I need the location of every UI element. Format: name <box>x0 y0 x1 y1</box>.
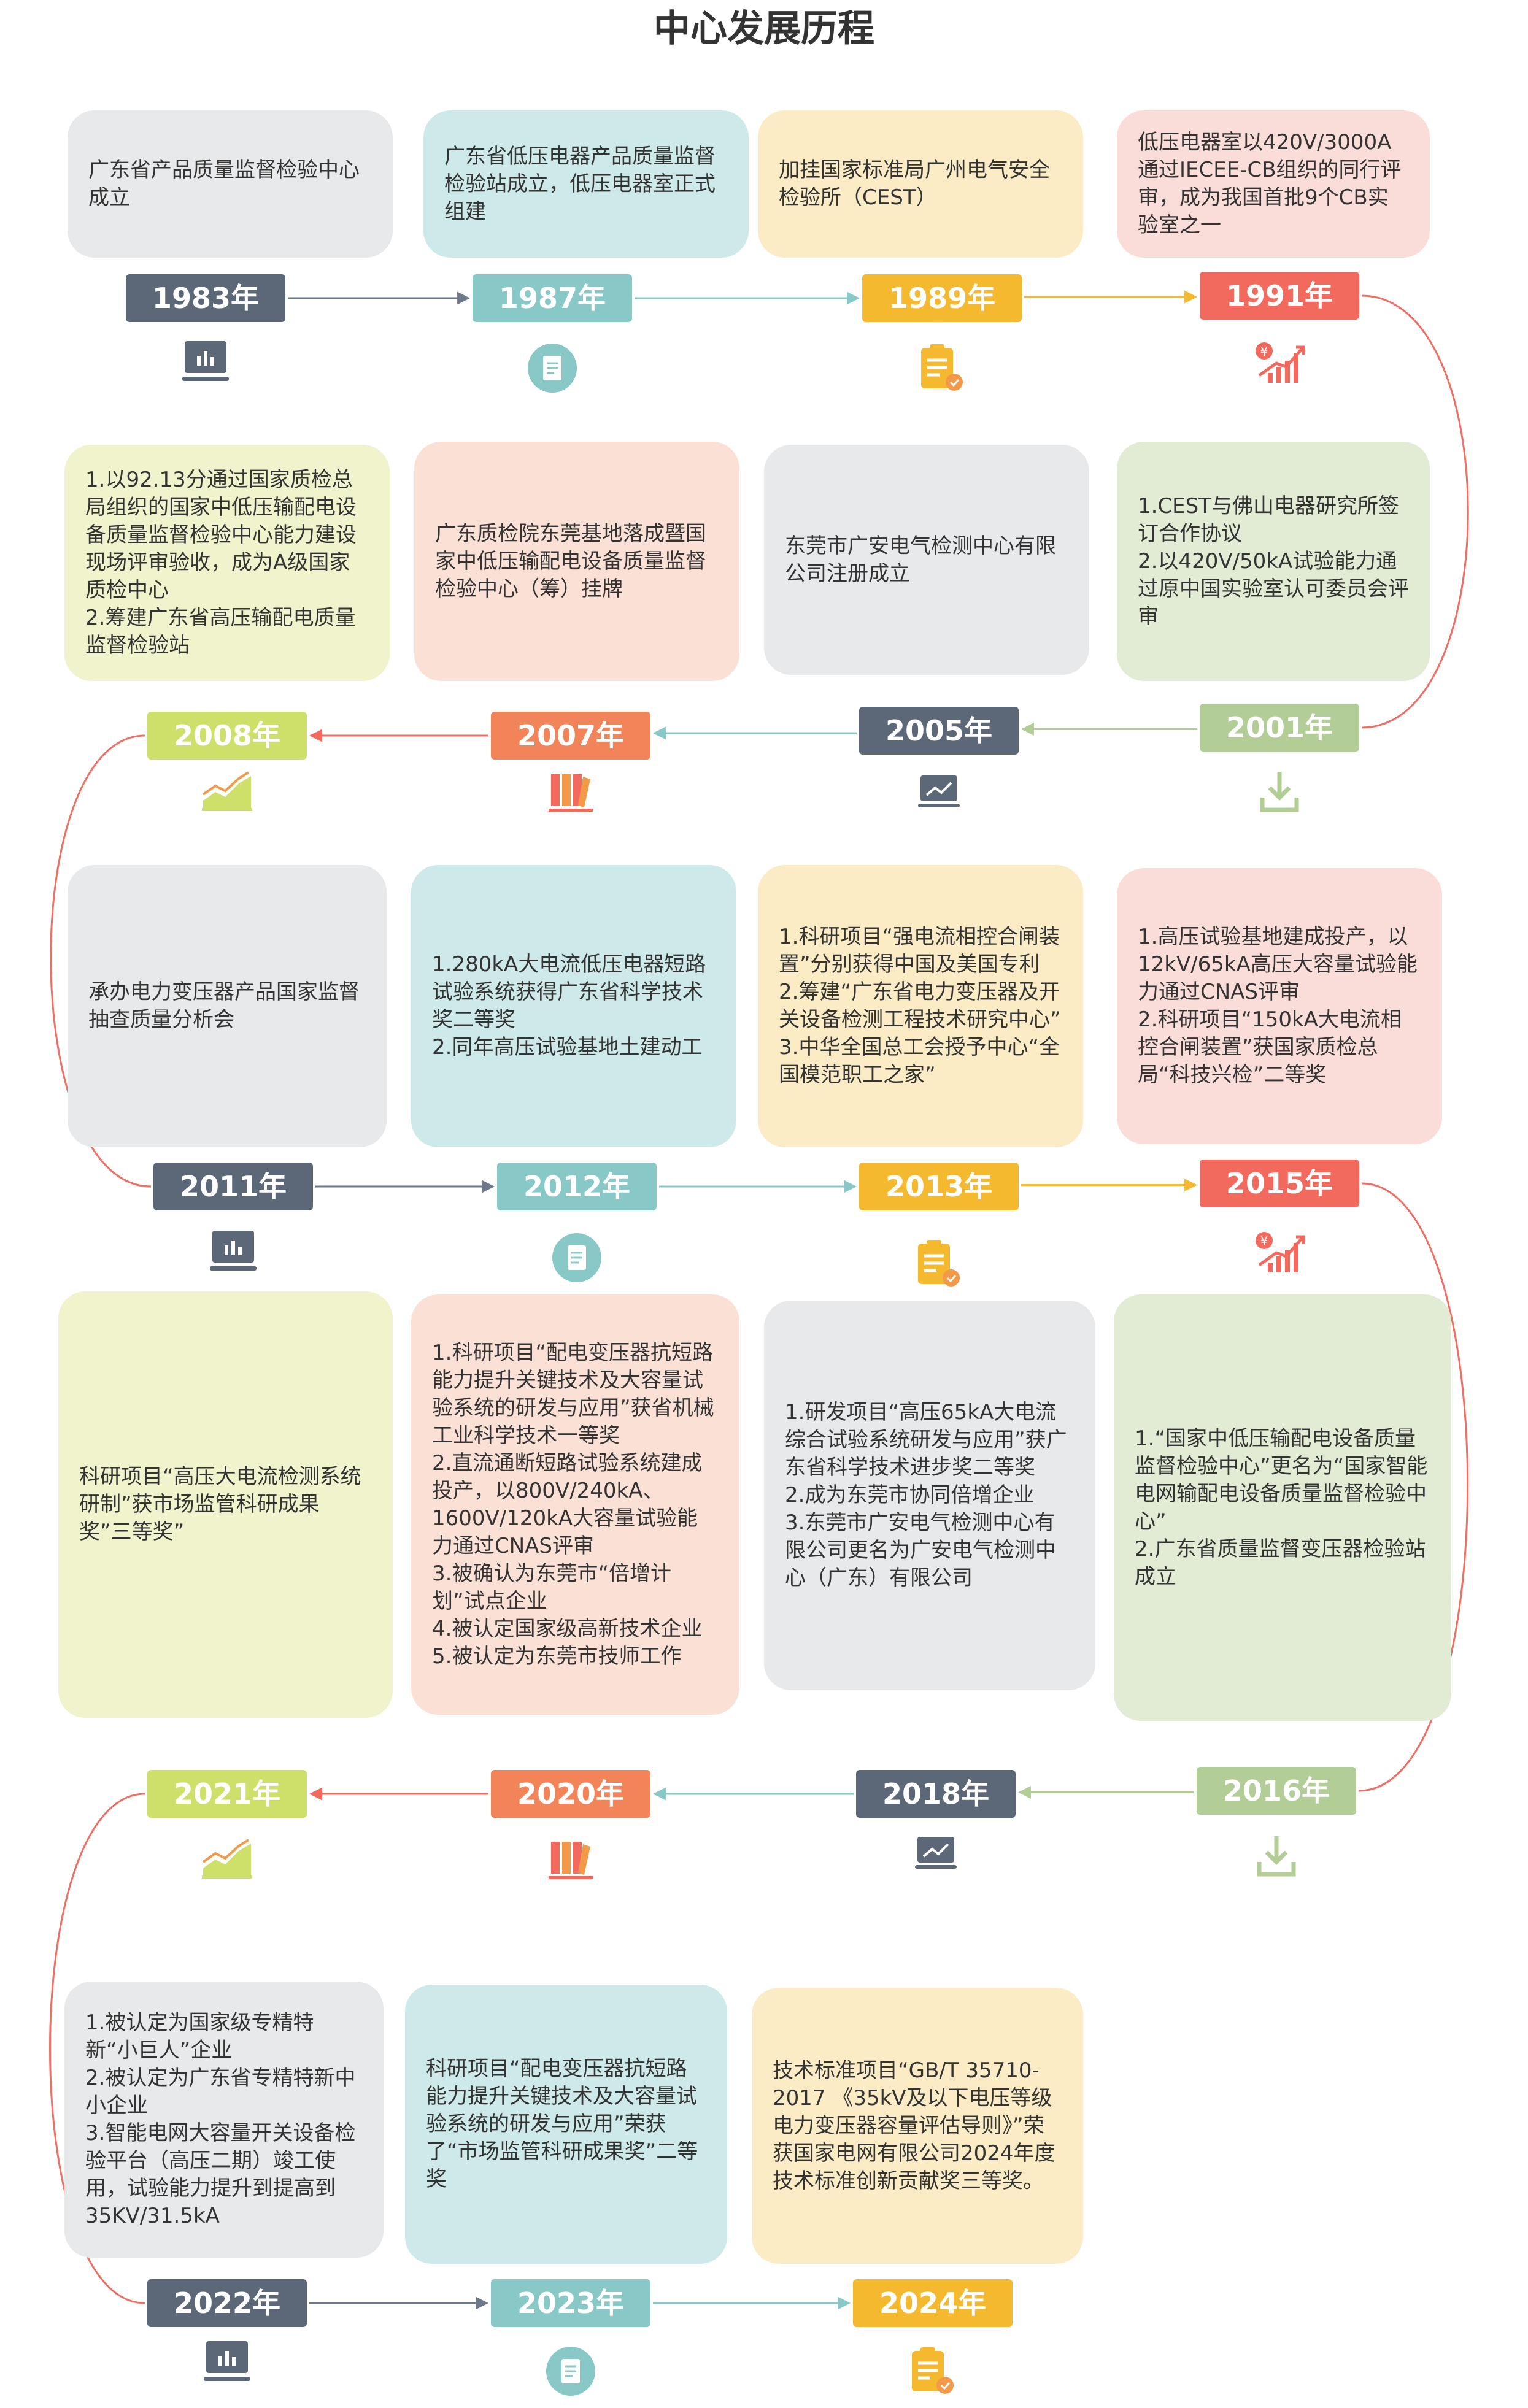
milestone-description: 1.研发项目“高压65kA大电流综合试验系统研发与应用”获广东省科学技术进步奖二… <box>785 1400 1067 1590</box>
year-badge: 2012年 <box>497 1163 657 1210</box>
milestone-card: 1.被认定为国家级专精特新“小巨人”企业 2.被认定为广东省专精特新中小企业 3… <box>64 1982 384 2258</box>
milestone-description: 加挂国家标准局广州电气安全检验所（CEST） <box>779 158 1050 210</box>
chart-board-icon <box>181 339 230 385</box>
milestone-card: 东莞市广安电气检测中心有限公司注册成立 <box>764 445 1089 675</box>
milestone-description: 1.CEST与佛山电器研究所签订合作协议 2.以420V/50kA试验能力通过原… <box>1138 493 1409 629</box>
milestone-description: 东莞市广安电气检测中心有限公司注册成立 <box>785 533 1056 586</box>
milestone-card: 技术标准项目“GB/T 35710-2017 《35kV及以下电压等级电力变压器… <box>752 1988 1083 2264</box>
chart-board-icon <box>209 1228 258 1275</box>
document-icon <box>551 1232 603 1283</box>
milestone-card: 1.“国家中低压输配电设备质量监督检验中心”更名为“国家智能电网输配电设备质量监… <box>1114 1294 1451 1721</box>
milestone-card: 1.280kA大电流低压电器短路试验系统获得广东省科学技术奖二等奖 2.同年高压… <box>411 865 736 1147</box>
milestone-card: 低压电器室以420V/3000A通过IECEE-CB组织的同行评审，成为我国首批… <box>1117 110 1430 258</box>
milestone-card: 1.科研项目“强电流相控合闸装置”分别获得中国及美国专利 2.筹建“广东省电力变… <box>758 865 1083 1147</box>
year-badge: 2023年 <box>491 2279 650 2327</box>
clipboard-icon <box>913 1237 965 1290</box>
row-connector-curve <box>49 1793 145 2304</box>
year-badge: 2020年 <box>491 1770 650 1818</box>
milestone-description: 低压电器室以420V/3000A通过IECEE-CB组织的同行评审，成为我国首批… <box>1138 130 1402 237</box>
milestone-card: 1.CEST与佛山电器研究所签订合作协议 2.以420V/50kA试验能力通过原… <box>1117 442 1430 681</box>
year-badge: 2001年 <box>1200 704 1359 752</box>
area-chart-icon <box>201 1837 253 1880</box>
binders-icon <box>547 1836 594 1882</box>
milestone-card: 1.以92.13分通过国家质检总局组织的国家中低压输配电设备质量监督检验中心能力… <box>64 445 390 681</box>
milestone-description: 广东质检院东莞基地落成暨国家中低压输配电设备质量监督检验中心（筹）挂牌 <box>435 521 706 601</box>
milestone-card: 广东质检院东莞基地落成暨国家中低压输配电设备质量监督检验中心（筹）挂牌 <box>414 442 739 681</box>
clipboard-icon <box>916 342 968 394</box>
year-badge: 1983年 <box>126 274 285 322</box>
svg-text:¥: ¥ <box>1260 1234 1268 1248</box>
trend-monitor-icon <box>917 773 961 810</box>
year-badge: 2005年 <box>859 707 1019 755</box>
year-badge: 2022年 <box>147 2279 307 2327</box>
milestone-card: 1.高压试验基地建成投产，以12kV/65kA高压大容量试验能力通过CNAS评审… <box>1117 868 1442 1144</box>
document-icon <box>527 342 578 394</box>
milestone-description: 1.280kA大电流低压电器短路试验系统获得广东省科学技术奖二等奖 2.同年高压… <box>432 952 706 1060</box>
year-badge: 2021年 <box>147 1770 307 1818</box>
area-chart-icon <box>201 770 253 813</box>
document-icon <box>545 2345 596 2397</box>
year-badge: 1991年 <box>1200 272 1359 320</box>
download-icon <box>1254 1833 1298 1879</box>
milestone-card: 广东省产品质量监督检验中心成立 <box>68 110 393 258</box>
year-badge: 2013年 <box>859 1163 1019 1210</box>
page-title: 中心发展历程 <box>654 7 874 50</box>
year-badge: 1987年 <box>473 274 632 322</box>
milestone-card: 科研项目“高压大电流检测系统研制”获市场监管科研成果奖”三等奖” <box>58 1291 393 1718</box>
milestone-description: 1.科研项目“强电流相控合闸装置”分别获得中国及美国专利 2.筹建“广东省电力变… <box>779 925 1061 1087</box>
year-badge: 2018年 <box>856 1770 1016 1818</box>
year-badge: 2016年 <box>1197 1767 1356 1815</box>
milestone-card: 加挂国家标准局广州电气安全检验所（CEST） <box>758 110 1083 258</box>
milestone-description: 1.高压试验基地建成投产，以12kV/65kA高压大容量试验能力通过CNAS评审… <box>1138 925 1418 1087</box>
milestone-description: 科研项目“高压大电流检测系统研制”获市场监管科研成果奖”三等奖” <box>79 1464 361 1544</box>
trend-monitor-icon <box>914 1834 958 1871</box>
milestone-card: 1.科研项目“配电变压器抗短路能力提升关键技术及大容量试验系统的研发与应用”获省… <box>411 1294 739 1715</box>
milestone-description: 承办电力变压器产品国家监督抽查质量分析会 <box>88 980 360 1032</box>
svg-text:¥: ¥ <box>1260 344 1268 359</box>
year-badge: 2007年 <box>491 712 650 760</box>
download-icon <box>1257 768 1302 815</box>
row-connector-curve <box>1361 294 1469 729</box>
milestone-card: 承办电力变压器产品国家监督抽查质量分析会 <box>68 865 387 1147</box>
growth-chart-icon: ¥ <box>1252 337 1307 387</box>
milestone-description: 1.“国家中低压输配电设备质量监督检验中心”更名为“国家智能电网输配电设备质量监… <box>1135 1426 1428 1589</box>
milestone-description: 广东省产品质量监督检验中心成立 <box>88 158 360 210</box>
milestone-description: 1.以92.13分通过国家质检总局组织的国家中低压输配电设备质量监督检验中心能力… <box>85 467 357 658</box>
milestone-description: 1.科研项目“配电变压器抗短路能力提升关键技术及大容量试验系统的研发与应用”获省… <box>432 1340 714 1669</box>
year-badge: 1989年 <box>862 274 1022 322</box>
year-badge: 2011年 <box>153 1163 313 1210</box>
milestone-description: 技术标准项目“GB/T 35710-2017 《35kV及以下电压等级电力变压器… <box>773 2058 1055 2193</box>
milestone-card: 科研项目“配电变压器抗短路能力提升关键技术及大容量试验系统的研发与应用”荣获了“… <box>405 1985 727 2264</box>
milestone-description: 广东省低压电器产品质量监督检验站成立，低压电器室正式组建 <box>444 144 716 224</box>
growth-chart-icon: ¥ <box>1252 1227 1307 1276</box>
year-badge: 2008年 <box>147 712 307 760</box>
milestone-card: 1.研发项目“高压65kA大电流综合试验系统研发与应用”获广东省科学技术进步奖二… <box>764 1301 1095 1690</box>
row-connector-curve <box>50 734 152 1188</box>
chart-board-icon <box>203 2339 252 2385</box>
milestone-description: 科研项目“配电变压器抗短路能力提升关键技术及大容量试验系统的研发与应用”荣获了“… <box>426 2056 698 2191</box>
year-badge: 2015年 <box>1200 1160 1359 1207</box>
year-badge: 2024年 <box>853 2279 1013 2327</box>
milestone-description: 1.被认定为国家级专精特新“小巨人”企业 2.被认定为广东省专精特新中小企业 3… <box>85 2010 356 2228</box>
milestone-card: 广东省低压电器产品质量监督检验站成立，低压电器室正式组建 <box>423 110 749 258</box>
clipboard-icon <box>907 2345 959 2398</box>
binders-icon <box>547 768 594 815</box>
row-connector-curve <box>1358 1182 1469 1792</box>
